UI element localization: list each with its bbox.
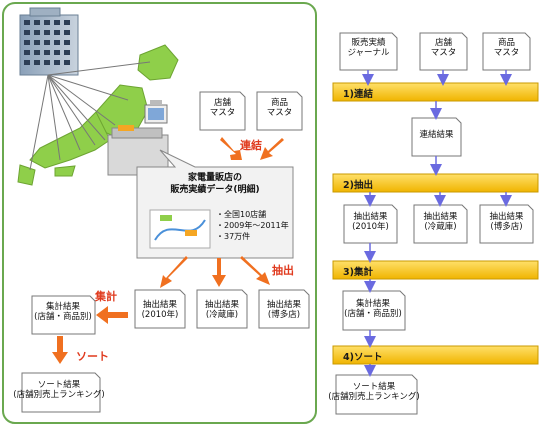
sort-result-label: ソート結果 (店舗別売上ランキング) [13,380,105,400]
aggregate-label: 集計 [95,290,117,303]
office-building-illustration [19,7,79,76]
extract-2010-label-right: 抽出結果 (2010年) [352,212,389,232]
extract-hakata-label-right: 抽出結果 (博多店) [489,212,524,232]
extract-label: 抽出 [272,264,294,277]
aggregate-result-label-right: 集計結果 (店舗・商品別) [344,299,402,319]
callout-bullet-years: ・2009年～2011年 [216,221,289,230]
sales-journal-label: 販売実績 ジャーナル [347,38,390,58]
step-sort: 4)ソート [343,352,383,363]
store-master-label: 店舗 マスタ [209,98,236,118]
blue-flow-arrows [362,70,512,377]
left-document-shapes [21,91,310,413]
result-2010-label: 抽出結果 (2010年) [141,300,179,320]
japan-map-illustration [17,44,179,186]
aggregate-result-label: 集計結果 (店舗・商品別) [34,302,92,322]
step-aggregate: 3)集計 [343,267,373,278]
right-step-bars [332,82,539,365]
product-master-label-right: 商品 マスタ [493,38,520,58]
store-connection-lines [29,61,151,171]
orange-flow-arrows [52,137,284,364]
sales-data-thumbnail [149,209,211,249]
right-document-shapes [335,32,534,415]
callout-bullet-stores: ・全国10店舗 [216,210,267,219]
store-master-label-right: 店舗 マスタ [430,38,457,58]
join-label: 連結 [240,139,262,152]
join-result-label: 連結結果 [419,130,454,140]
sort-result-label-right: ソート結果 (店舗別売上ランキング) [328,382,420,402]
callout-bullet-count: ・37万件 [216,232,251,241]
sort-label: ソート [76,350,109,363]
callout-title-line1: 家電量販店の [187,173,242,183]
result-hakata-label: 抽出結果 (博多店) [266,300,301,320]
step-join: 1)連結 [343,89,373,100]
result-fridge-label: 抽出結果 (冷蔵庫) [204,300,239,320]
product-master-label: 商品 マスタ [266,98,293,118]
step-extract: 2)抽出 [343,180,373,191]
callout-title-line2: 販売実績データ(明細) [170,185,260,195]
extract-fridge-label-right: 抽出結果 (冷蔵庫) [423,212,458,232]
